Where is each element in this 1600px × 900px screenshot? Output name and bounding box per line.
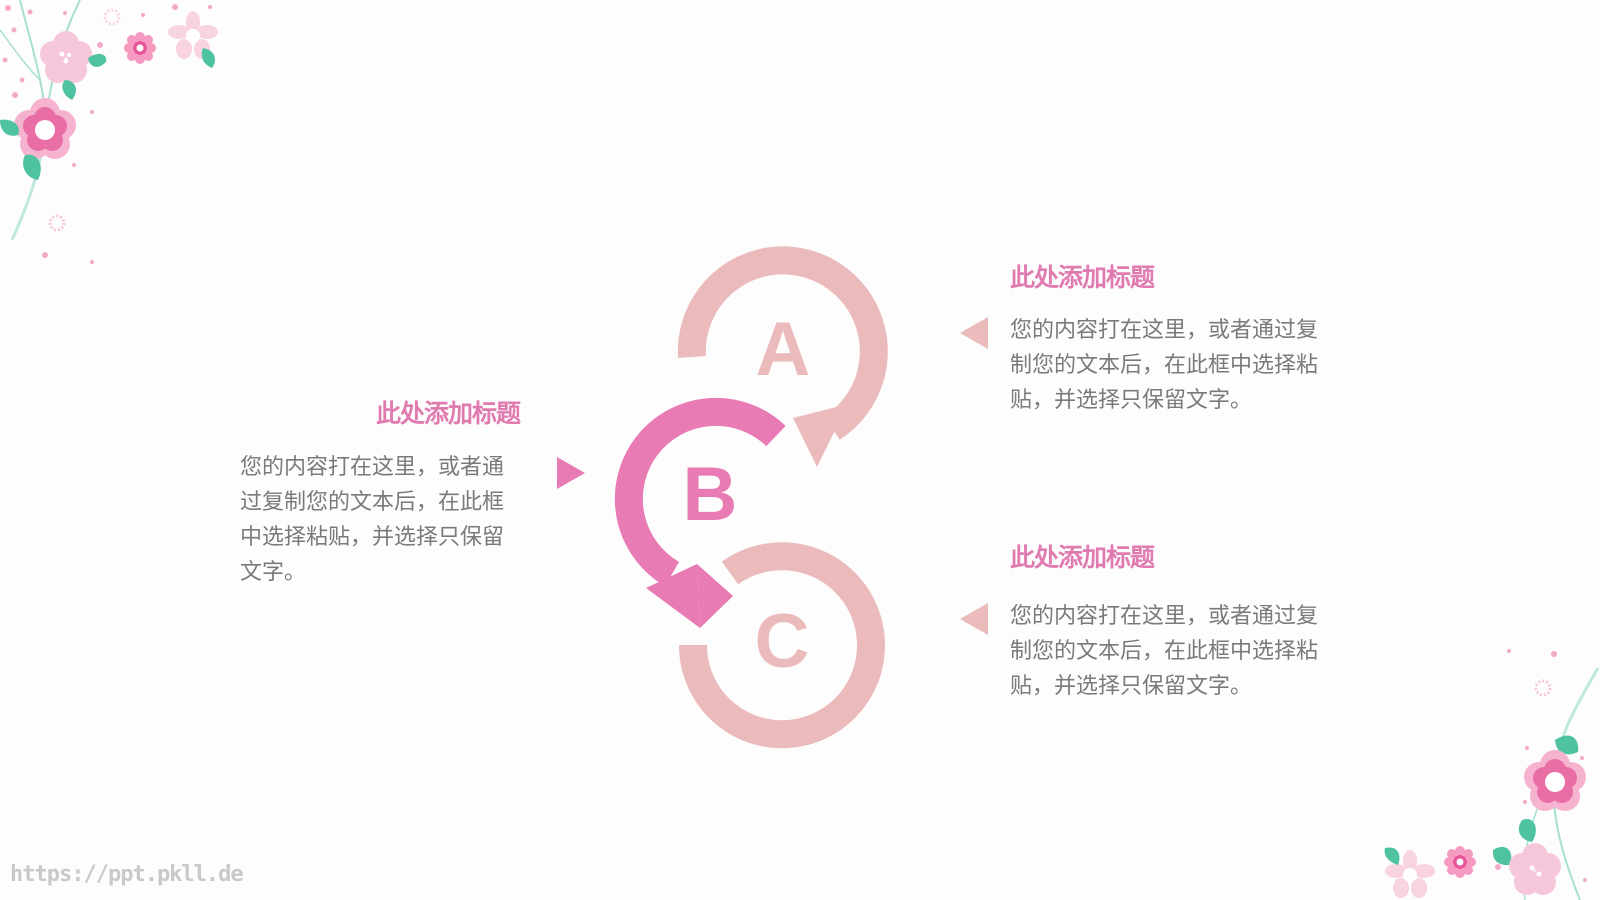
block-a-title: 此处添加标题 [1010,263,1155,292]
block-b-body: 您的内容打在这里，或者通 过复制您的文本后，在此框 中选择粘贴，并选择只保留 文… [240,450,540,590]
block-c-title: 此处添加标题 [1010,543,1155,572]
block-b-line: 过复制您的文本后，在此框 [240,490,505,515]
arc-c-icon [679,542,885,749]
step-letter-a: A [755,307,811,392]
block-b-line: 文字。 [240,560,307,585]
block-a-line: 您的内容打在这里，或者通过复 [1010,318,1319,343]
block-a-line: 制您的文本后，在此框中选择粘 [1010,353,1319,378]
arc-arrow-b-icon [614,397,786,628]
block-b-line: 中选择粘贴，并选择只保留 [240,525,505,550]
block-c-body: 您的内容打在这里，或者通过复 制您的文本后，在此框中选择粘 贴，并选择只保留文字… [1010,599,1370,704]
step-letter-b: B [682,452,738,537]
block-b-line: 您的内容打在这里，或者通 [240,455,505,480]
block-a-body: 您的内容打在这里，或者通过复 制您的文本后，在此框中选择粘 贴，并选择只保留文字… [1010,313,1370,418]
triangle-right-icon [557,457,585,489]
floral-corner-bottom-right-icon [1384,649,1600,900]
step-letter-c: C [754,599,810,684]
floral-corner-top-left-icon [0,0,218,264]
triangle-left-icon [960,317,988,349]
block-c-line: 您的内容打在这里，或者通过复 [1010,604,1319,629]
arc-arrow-a-icon [677,246,888,467]
block-a-line: 贴，并选择只保留文字。 [1010,388,1253,413]
block-c-line: 制您的文本后，在此框中选择粘 [1010,639,1319,664]
triangle-left-icon [960,603,988,635]
watermark: https://ppt.pkll.de [10,862,244,887]
block-c-line: 贴，并选择只保留文字。 [1010,674,1253,699]
block-b-title: 此处添加标题 [375,399,521,428]
